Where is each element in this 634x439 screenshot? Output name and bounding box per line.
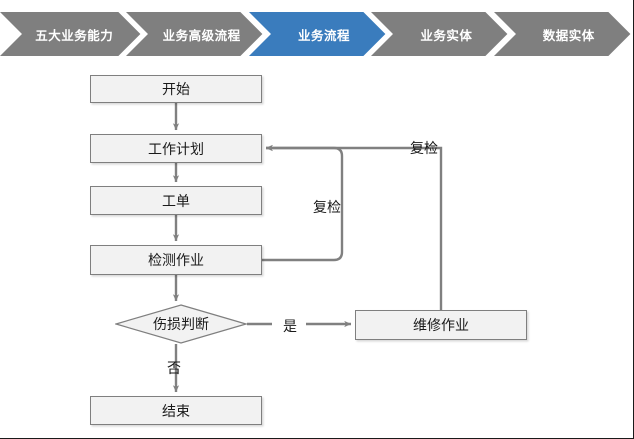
edge-label-recheck-repair: 复检 <box>410 140 438 156</box>
edge-label-recheck-inspection: 复检 <box>313 199 341 215</box>
flow-node-work-plan[interactable]: 工作计划 <box>90 134 262 163</box>
flow-node-label: 检测作业 <box>148 252 204 268</box>
flow-node-start[interactable]: 开始 <box>90 75 262 103</box>
breadcrumb-item-5[interactable]: 数据实体 <box>490 12 633 56</box>
edge-label-no: 否 <box>167 360 181 376</box>
chevron-icon <box>493 12 630 56</box>
flow-node-label: 开始 <box>162 81 190 97</box>
flow-node-damage[interactable]: 伤损判断 <box>115 304 247 344</box>
chevron-icon <box>126 12 263 56</box>
breadcrumb-item-2[interactable]: 业务高级流程 <box>122 12 266 56</box>
breadcrumb-item-label: 业务高级流程 <box>162 28 241 43</box>
flow-node-end[interactable]: 结束 <box>90 396 262 425</box>
decision-diamond-shape <box>115 304 247 344</box>
chevron-icon <box>0 12 141 56</box>
breadcrumb-item-label: 业务流程 <box>297 28 350 43</box>
flow-node-work-order[interactable]: 工单 <box>90 186 262 215</box>
flow-node-label: 维修作业 <box>413 317 469 333</box>
breadcrumb-item-label: 五大业务能力 <box>35 28 114 43</box>
breadcrumb-item-label: 数据实体 <box>542 28 595 43</box>
flow-node-label: 工作计划 <box>148 140 204 157</box>
chevron-icon <box>371 12 508 56</box>
breadcrumb-item-3[interactable]: 业务流程 <box>245 12 389 56</box>
flow-node-repair[interactable]: 维修作业 <box>355 310 527 340</box>
flow-node-label: 伤损判断 <box>153 316 209 332</box>
breadcrumb-item-4[interactable]: 业务实体 <box>367 12 511 56</box>
breadcrumb-item-label: 业务实体 <box>420 28 473 43</box>
flow-node-label: 结束 <box>162 402 190 419</box>
breadcrumb-item-1[interactable]: 五大业务能力 <box>0 12 144 56</box>
breadcrumb: 五大业务能力 业务高级流程 业务流程 业务实体 数据实体 <box>0 12 633 56</box>
flow-node-label: 工单 <box>162 192 190 209</box>
chevron-icon <box>248 12 386 56</box>
flow-node-inspection[interactable]: 检测作业 <box>90 245 262 275</box>
edge-label-yes: 是 <box>283 318 297 334</box>
